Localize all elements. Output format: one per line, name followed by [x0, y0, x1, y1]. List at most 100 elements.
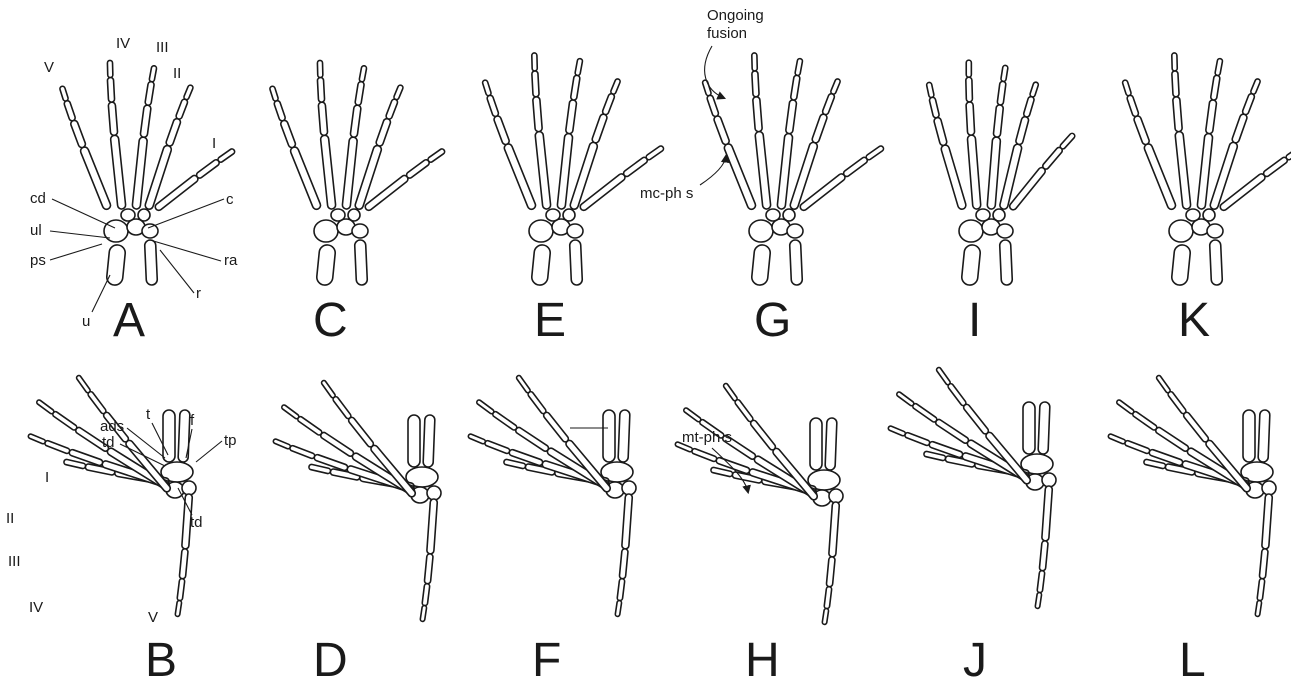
foot-digit-segment	[427, 499, 438, 554]
hand-digit-segment	[755, 131, 771, 209]
foot-digit-segment	[542, 411, 569, 443]
foot-digit-segment	[515, 426, 550, 452]
radius	[145, 240, 158, 285]
hand-skeleton-a	[59, 60, 235, 285]
hand-digit-segment	[752, 71, 759, 97]
panel-letter-b: B	[145, 634, 177, 682]
foot-digit-segment	[1182, 411, 1209, 443]
hand-digit-segment	[622, 156, 648, 178]
label-digit-i-hand: I	[212, 135, 216, 152]
hand-digit-segment	[940, 144, 967, 210]
foot-skeleton-h	[675, 383, 843, 625]
foot-digit-segment	[912, 403, 938, 423]
label-ra: ra	[224, 252, 238, 269]
hand-digit-segment	[486, 94, 499, 117]
panel-letter-k: K	[1178, 294, 1210, 347]
hand-digit-segment	[557, 133, 573, 209]
hand-digit-segment	[532, 71, 539, 97]
annotation-ongoing-fusion-line2: fusion	[707, 25, 747, 42]
tarsal-bone	[622, 481, 636, 495]
label-digit-iv-foot: IV	[29, 599, 43, 616]
hand-digit-segment	[107, 60, 113, 77]
hand-digit-segment	[993, 105, 1003, 138]
hand-digit-segment	[713, 115, 730, 145]
foot-digit-segment	[1039, 541, 1048, 571]
foot-digit-segment	[829, 502, 840, 557]
hand-digit-segment	[933, 117, 947, 146]
hand-digit-segment	[1042, 146, 1064, 170]
hand-digit-segment	[753, 97, 763, 132]
foot-digit-segment	[615, 600, 622, 616]
foot-digit-segment	[476, 399, 495, 414]
hand-digit-segment	[385, 98, 398, 120]
hand-digit-segment	[63, 100, 76, 122]
hand-digit-segment	[533, 97, 543, 132]
leader-ps	[50, 244, 102, 260]
hand-digit-segment	[183, 84, 194, 100]
hand-digit-segment	[830, 78, 841, 95]
foot-digit-segment	[1259, 549, 1268, 579]
panel-letter-d: D	[313, 634, 348, 682]
foot-digit-segment	[76, 375, 91, 394]
foot-digit-segment	[617, 578, 625, 600]
hand-digit-segment	[967, 135, 981, 209]
ulna	[316, 244, 336, 286]
leader-r	[160, 250, 194, 293]
foot-digit-segment	[492, 411, 518, 431]
hand-digit-segment	[427, 148, 446, 163]
foot-digit-segment	[1035, 592, 1042, 608]
hand-digit-segment	[790, 75, 800, 101]
foot-digit-segment	[52, 411, 78, 431]
hand-digit-segment	[1126, 94, 1139, 117]
carpal-bone	[1203, 209, 1215, 221]
foot-digit-segment	[935, 418, 970, 444]
annotation-mt-ph-s: mt-ph s	[682, 429, 732, 446]
fibula	[1258, 410, 1270, 462]
panel-letter-i: I	[968, 294, 981, 347]
carpal-bone	[352, 224, 368, 238]
hand-digit-segment	[1172, 53, 1178, 71]
foot-digit-segment	[1257, 578, 1265, 600]
foot-digit-segment	[177, 578, 185, 600]
radius	[355, 240, 368, 285]
hand-digit-segment	[575, 58, 583, 76]
hand-digit-segment	[289, 146, 321, 211]
foot-skeleton-l	[1108, 375, 1276, 617]
label-c: c	[226, 191, 234, 208]
hand-digit-segment	[140, 105, 151, 138]
carpal-bone	[314, 220, 338, 242]
carpal-bone	[104, 220, 128, 242]
leader-ul	[50, 231, 110, 238]
carpal-bone	[1207, 224, 1223, 238]
hand-digit-segment	[1285, 145, 1291, 161]
hand-digit-segment	[107, 77, 114, 102]
panel-letter-l: L	[1179, 634, 1206, 682]
carpal-bone	[997, 224, 1013, 238]
foot-digit-segment	[484, 440, 510, 454]
hand-digit-segment	[1215, 58, 1223, 76]
hand-digit-segment	[645, 145, 664, 161]
tarsal-bone	[1042, 473, 1056, 487]
label-digit-i-foot: I	[45, 469, 49, 486]
foot-digit-segment	[320, 431, 355, 457]
hand-digit-segment	[1242, 93, 1256, 116]
panel-letter-j: J	[963, 634, 987, 682]
foot-digit-segment	[36, 399, 55, 414]
hand-skeleton-g	[702, 53, 885, 286]
foot-digit-segment	[1155, 426, 1190, 452]
hand-digit-segment	[359, 65, 367, 82]
foot-skeleton-j	[888, 367, 1056, 609]
tarsal-bone	[427, 486, 441, 500]
hand-digit-segment	[565, 100, 576, 135]
radius	[790, 240, 803, 285]
carpal-bone	[766, 209, 780, 221]
panel-letter-e: E	[534, 294, 566, 347]
hand-digit-segment	[1262, 156, 1288, 178]
label-t: t	[146, 406, 151, 423]
hand-digit-segment	[752, 53, 758, 71]
radius	[1000, 240, 1013, 285]
hand-digit-segment	[865, 145, 884, 161]
foot-digit-segment	[1037, 570, 1045, 592]
hand-digit-segment	[966, 77, 973, 102]
hand-digit-segment	[318, 102, 328, 136]
